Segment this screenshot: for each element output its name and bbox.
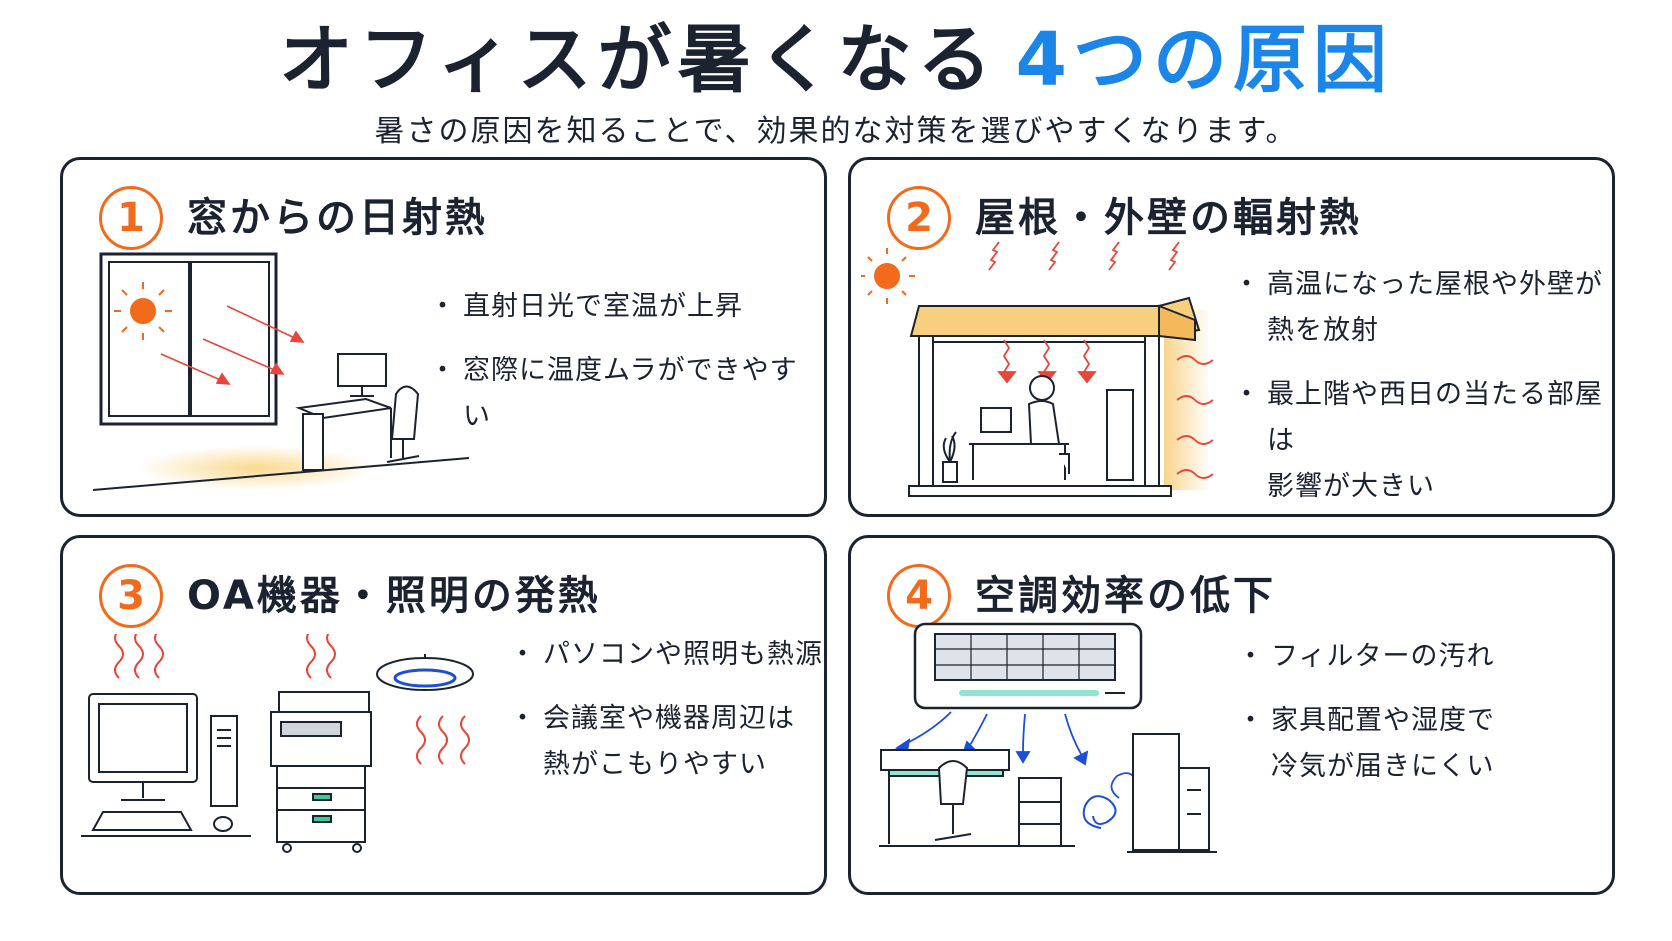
cause-number-badge: 3	[99, 564, 163, 628]
page-subtitle: 暑さの原因を知ることで、効果的な対策を選びやすくなります。	[374, 114, 1298, 149]
cause-number-badge: 2	[887, 186, 951, 250]
multifunction-printer-icon	[270, 691, 372, 853]
cause-title: 窓からの日射熱	[187, 195, 488, 241]
cause-number-badge: 4	[887, 564, 951, 628]
heat-wave-icons	[988, 241, 1180, 271]
bullet-item: 会議室や機器周辺は 熱がこもりやすい	[509, 696, 823, 788]
bullet-item: 最上階や西日の当たる部屋は 影響が大きい	[1233, 372, 1612, 510]
desk-icon	[295, 353, 392, 471]
cause-title: 屋根・外壁の輻射熱	[975, 195, 1362, 241]
door-icon	[1106, 389, 1134, 481]
cause-bullet-list: 高温になった屋根や外壁が 熱を放射 最上階や西日の当たる部屋は 影響が大きい	[1233, 262, 1612, 514]
bullet-item: 直射日光で室温が上昇	[429, 284, 824, 330]
bullet-item: 高温になった屋根や外壁が 熱を放射	[1233, 262, 1612, 354]
cause-card-roof-wall-radiant-heat: 2 屋根・外壁の輻射熱	[848, 157, 1615, 517]
sun-icon	[861, 248, 915, 304]
cubicle-desk-icon	[879, 749, 1075, 847]
cause-card-oa-equipment-lighting-heat: 3 OA機器・照明の発熱	[60, 535, 827, 895]
oa-equipment-illustration	[81, 634, 474, 853]
cause-bullet-list: 直射日光で室温が上昇 窓際に温度ムラができやすい	[429, 284, 824, 458]
sunray-arrows	[160, 305, 305, 385]
sun-icon	[114, 282, 172, 340]
bullet-item: フィルターの汚れ	[1237, 634, 1495, 680]
cause-bullet-list: フィルターの汚れ 家具配置や湿度で 冷気が届きにくい	[1237, 634, 1495, 808]
cause-bullet-list: パソコンや照明も熱源 会議室や機器周辺は 熱がこもりやすい	[509, 632, 823, 806]
cause-card-window-solar-heat: 1 窓からの日射熱	[60, 157, 827, 517]
bullet-item: 家具配置や湿度で 冷気が届きにくい	[1237, 698, 1495, 790]
cause-number-badge: 1	[99, 186, 163, 250]
cause-title: OA機器・照明の発熱	[187, 573, 601, 619]
air-conditioner-illustration	[879, 622, 1217, 853]
bullet-item: 窓際に温度ムラができやすい	[429, 348, 824, 440]
window-sunlight-illustration	[92, 252, 470, 491]
person-at-desk-icon	[969, 375, 1070, 480]
heat-wave-icons	[114, 634, 470, 765]
office-chair-icon	[386, 385, 420, 463]
desktop-computer-icon	[81, 693, 251, 837]
plant-icon	[942, 431, 958, 483]
title-main: オフィスが暑くなる	[278, 17, 998, 103]
cause-title: 空調効率の低下	[975, 573, 1276, 619]
bullet-item: パソコンや照明も熱源	[509, 632, 823, 678]
cause-card-hvac-efficiency-decline: 4 空調効率の低下	[848, 535, 1615, 895]
ceiling-light-icon	[376, 654, 474, 691]
cabinet-icon	[1127, 733, 1217, 853]
roof-radiant-heat-illustration	[861, 241, 1214, 497]
office-chair-icon	[934, 760, 972, 841]
title-accent: 4つの原因	[1015, 17, 1394, 103]
air-conditioner-icon	[913, 622, 1143, 710]
